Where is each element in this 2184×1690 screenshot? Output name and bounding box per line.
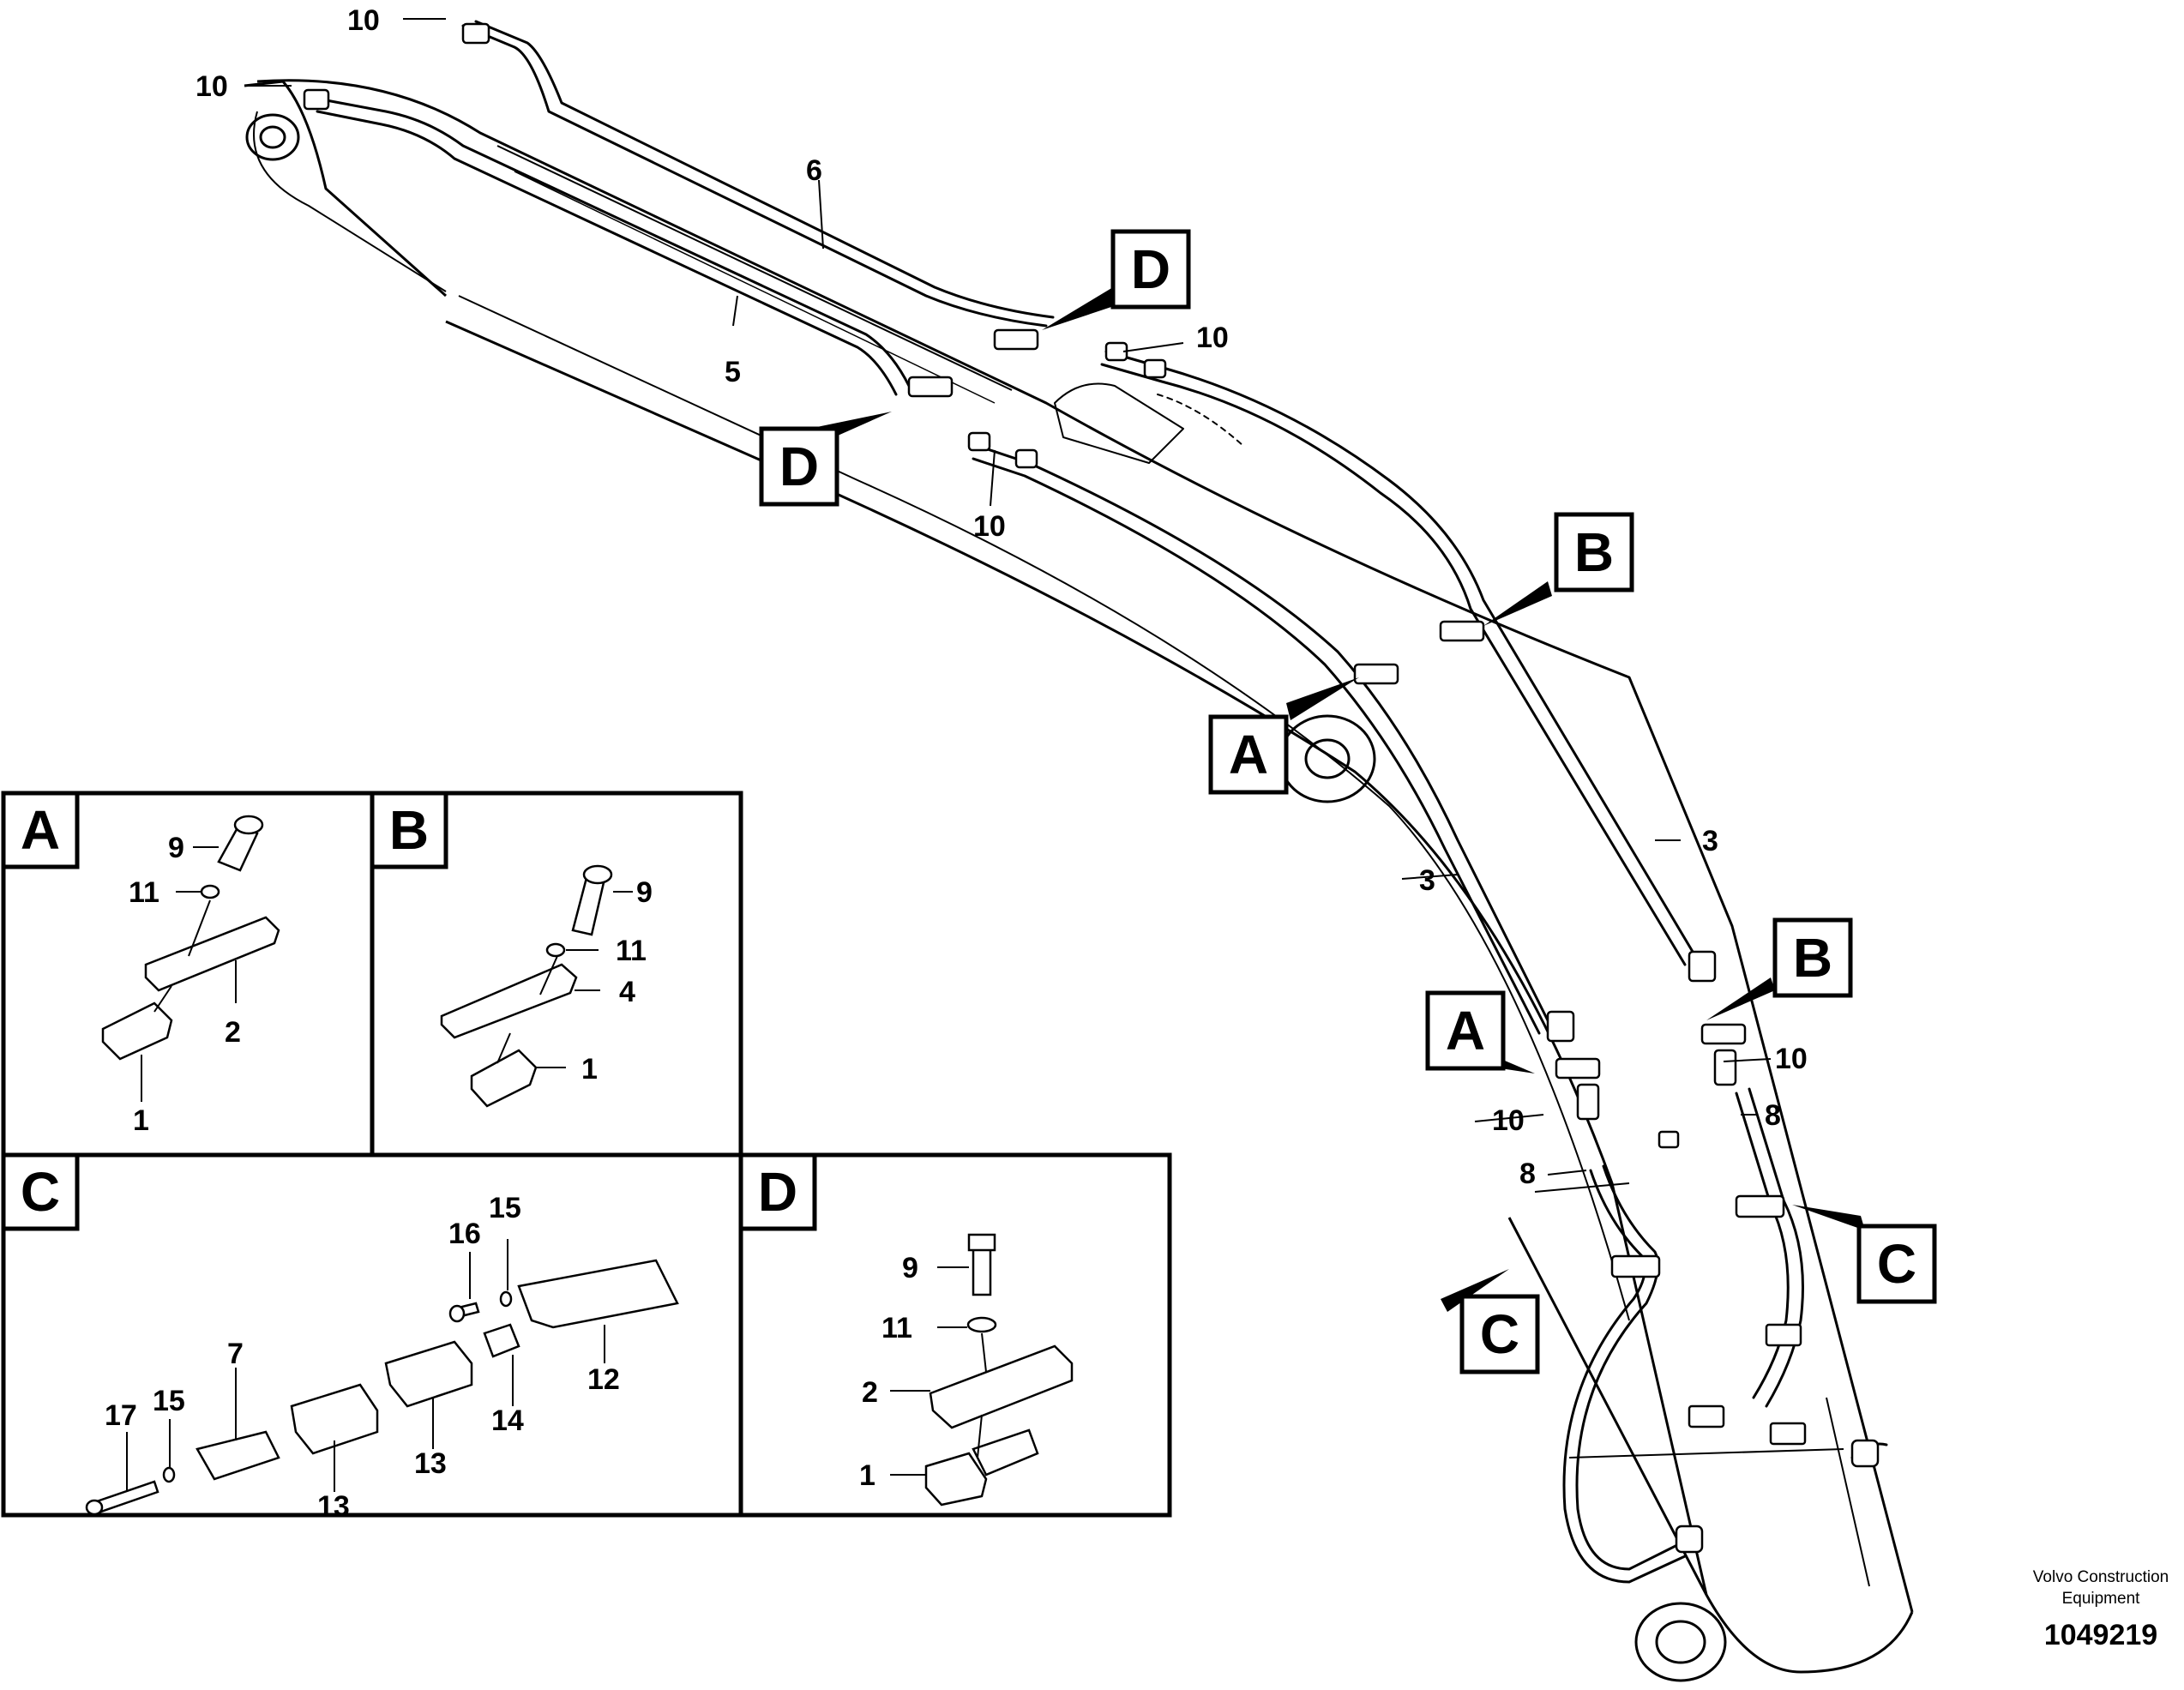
hydraulic-lines: [316, 20, 1888, 1584]
callout-letter: C: [1877, 1233, 1916, 1295]
main-part-labels: 10 10 6 5 10 10 3 3 10 10 8 8: [196, 4, 1808, 1190]
callout-letter: A: [1446, 1000, 1485, 1062]
part-number-label: 9: [636, 876, 653, 909]
panel-letter: A: [21, 799, 60, 861]
panel-letter: C: [21, 1161, 60, 1223]
callout-box-B-low: B: [1772, 917, 1853, 998]
part-number-label: 2: [225, 1016, 241, 1049]
part-number-label: 11: [881, 1312, 912, 1344]
company-name-line2: Equipment: [2062, 1590, 2141, 1608]
part-number-label: 15: [489, 1192, 521, 1224]
part-number-label: 14: [491, 1404, 524, 1437]
part-number-label: 3: [1419, 864, 1435, 897]
part-number-label: 3: [1702, 825, 1718, 857]
part-number-label: 10: [1775, 1043, 1808, 1075]
part-number-label: 10: [1196, 322, 1229, 354]
part-number-label: 9: [168, 832, 184, 864]
part-number-label: 13: [414, 1447, 447, 1480]
part-number-label: 8: [1765, 1099, 1781, 1132]
callout-letter: B: [1574, 521, 1614, 583]
part-number-label: 11: [129, 876, 159, 909]
part-number-label: 10: [1492, 1104, 1525, 1137]
detail-panel-B: B 9 11 4 1: [370, 791, 743, 1158]
callout-letter: A: [1229, 724, 1268, 785]
part-number-label: 8: [1519, 1158, 1536, 1190]
part-number-label: 4: [619, 976, 635, 1008]
part-number-label: 11: [616, 935, 647, 967]
panel-letter: B: [389, 799, 429, 861]
drawing-number: 1049219: [2044, 1619, 2157, 1651]
part-number-label: 1: [581, 1053, 598, 1086]
part-number-label: 1: [133, 1104, 149, 1137]
part-number-label: 13: [317, 1490, 350, 1523]
part-number-label: 6: [806, 154, 822, 187]
part-number-label: 12: [587, 1363, 620, 1396]
callout-letter: C: [1480, 1303, 1519, 1365]
detail-panel-D: D 9 11 2 1: [738, 1152, 1172, 1518]
part-number-label: 10: [347, 4, 380, 37]
detail-panel-A: A 9 11 2 1: [1, 791, 375, 1158]
callout-box-C-right: C: [1856, 1224, 1937, 1304]
callout-box-D-top: D: [1110, 229, 1191, 310]
footer: Volvo Construction Equipment 1049219: [2033, 1568, 2169, 1651]
callout-box-A-low: A: [1425, 990, 1506, 1071]
company-name-line1: Volvo Construction: [2033, 1568, 2169, 1586]
clamps-fittings: [303, 22, 1880, 1554]
part-number-label: 10: [196, 70, 228, 103]
callout-box-C-left: C: [1459, 1294, 1540, 1374]
part-number-label: 5: [725, 356, 741, 388]
callout-box-B-top: B: [1554, 512, 1634, 592]
callout-letter: D: [1131, 238, 1170, 300]
part-number-label: 9: [902, 1252, 918, 1284]
detail-panel-C: C: [1, 1152, 743, 1523]
part-number-label: 16: [448, 1218, 481, 1250]
leader-lines: [249, 18, 1772, 1176]
panel-letter: D: [758, 1161, 797, 1223]
callout-box-D-mid: D: [759, 426, 839, 507]
part-number-label: 1: [859, 1459, 875, 1492]
part-number-label: 17: [105, 1399, 137, 1432]
part-number-label: 2: [862, 1376, 878, 1409]
callout-box-A-top: A: [1208, 714, 1289, 795]
part-number-label: 10: [973, 510, 1006, 543]
callout-letter: B: [1793, 927, 1832, 989]
part-number-label: 15: [153, 1385, 185, 1417]
part-number-label: 7: [227, 1338, 244, 1370]
callout-letter: D: [779, 436, 819, 497]
boom-structure: [244, 79, 1914, 1682]
